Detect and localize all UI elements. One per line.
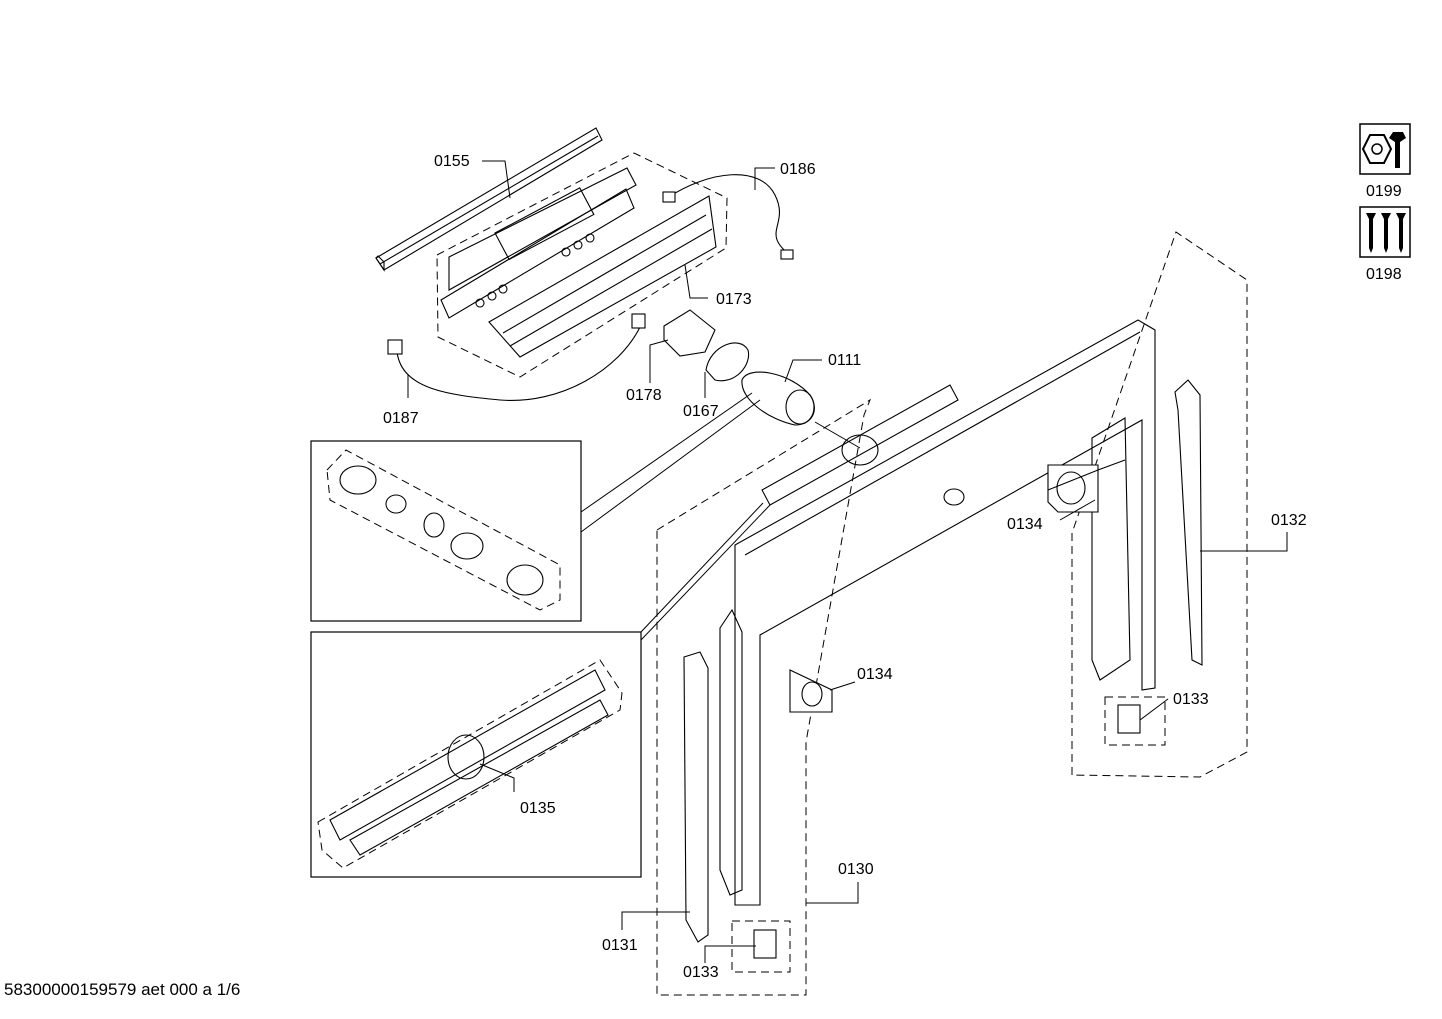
detail-0134-left	[789, 669, 833, 713]
detail-0133-bottom	[731, 920, 791, 973]
icon-label-0198: 0198	[1366, 266, 1402, 283]
front-frame-0130	[656, 231, 1248, 996]
detail-box-knob-parts	[310, 440, 582, 622]
callout-0134-right: 0134	[1007, 516, 1043, 533]
callout-0133-bottom: 0133	[683, 964, 719, 981]
detail-0133-right	[1104, 696, 1166, 746]
wire-harness-0186	[662, 174, 794, 260]
document-id: 58300000159579 aet 000 a 1/6	[4, 980, 241, 999]
detail-box-button-strip	[310, 631, 642, 878]
callout-0135: 0135	[520, 800, 556, 817]
wire-harness-0187	[387, 313, 646, 402]
callout-0111: 0111	[828, 352, 861, 369]
callout-0132: 0132	[1271, 512, 1307, 529]
tool-wrench-icon	[1359, 123, 1411, 175]
mounting-rail-0155	[375, 127, 603, 272]
callout-0133-right: 0133	[1173, 691, 1209, 708]
button-strip-frame	[761, 384, 959, 506]
side-bracket-right	[1091, 417, 1131, 681]
side-rail-0132	[1174, 379, 1203, 666]
callout-0167: 0167	[683, 403, 719, 420]
side-rail-0131	[683, 651, 709, 943]
callout-0173: 0173	[716, 291, 752, 308]
icon-label-0199: 0199	[1366, 183, 1402, 200]
callout-0178: 0178	[626, 387, 662, 404]
callout-0155: 0155	[434, 153, 470, 170]
detail-0134-right	[1047, 464, 1099, 513]
side-bracket-left	[719, 608, 743, 896]
control-module-0173	[436, 152, 728, 378]
knob-holder-0167	[705, 342, 750, 382]
switch-bracket-0178	[663, 309, 716, 357]
screws-icon	[1359, 206, 1411, 258]
control-knob-0111	[741, 371, 815, 426]
callout-0130: 0130	[838, 861, 874, 878]
callout-0134-left: 0134	[857, 666, 893, 683]
callout-0187: 0187	[383, 410, 419, 427]
callout-0131: 0131	[602, 937, 638, 954]
callout-0186: 0186	[780, 161, 816, 178]
